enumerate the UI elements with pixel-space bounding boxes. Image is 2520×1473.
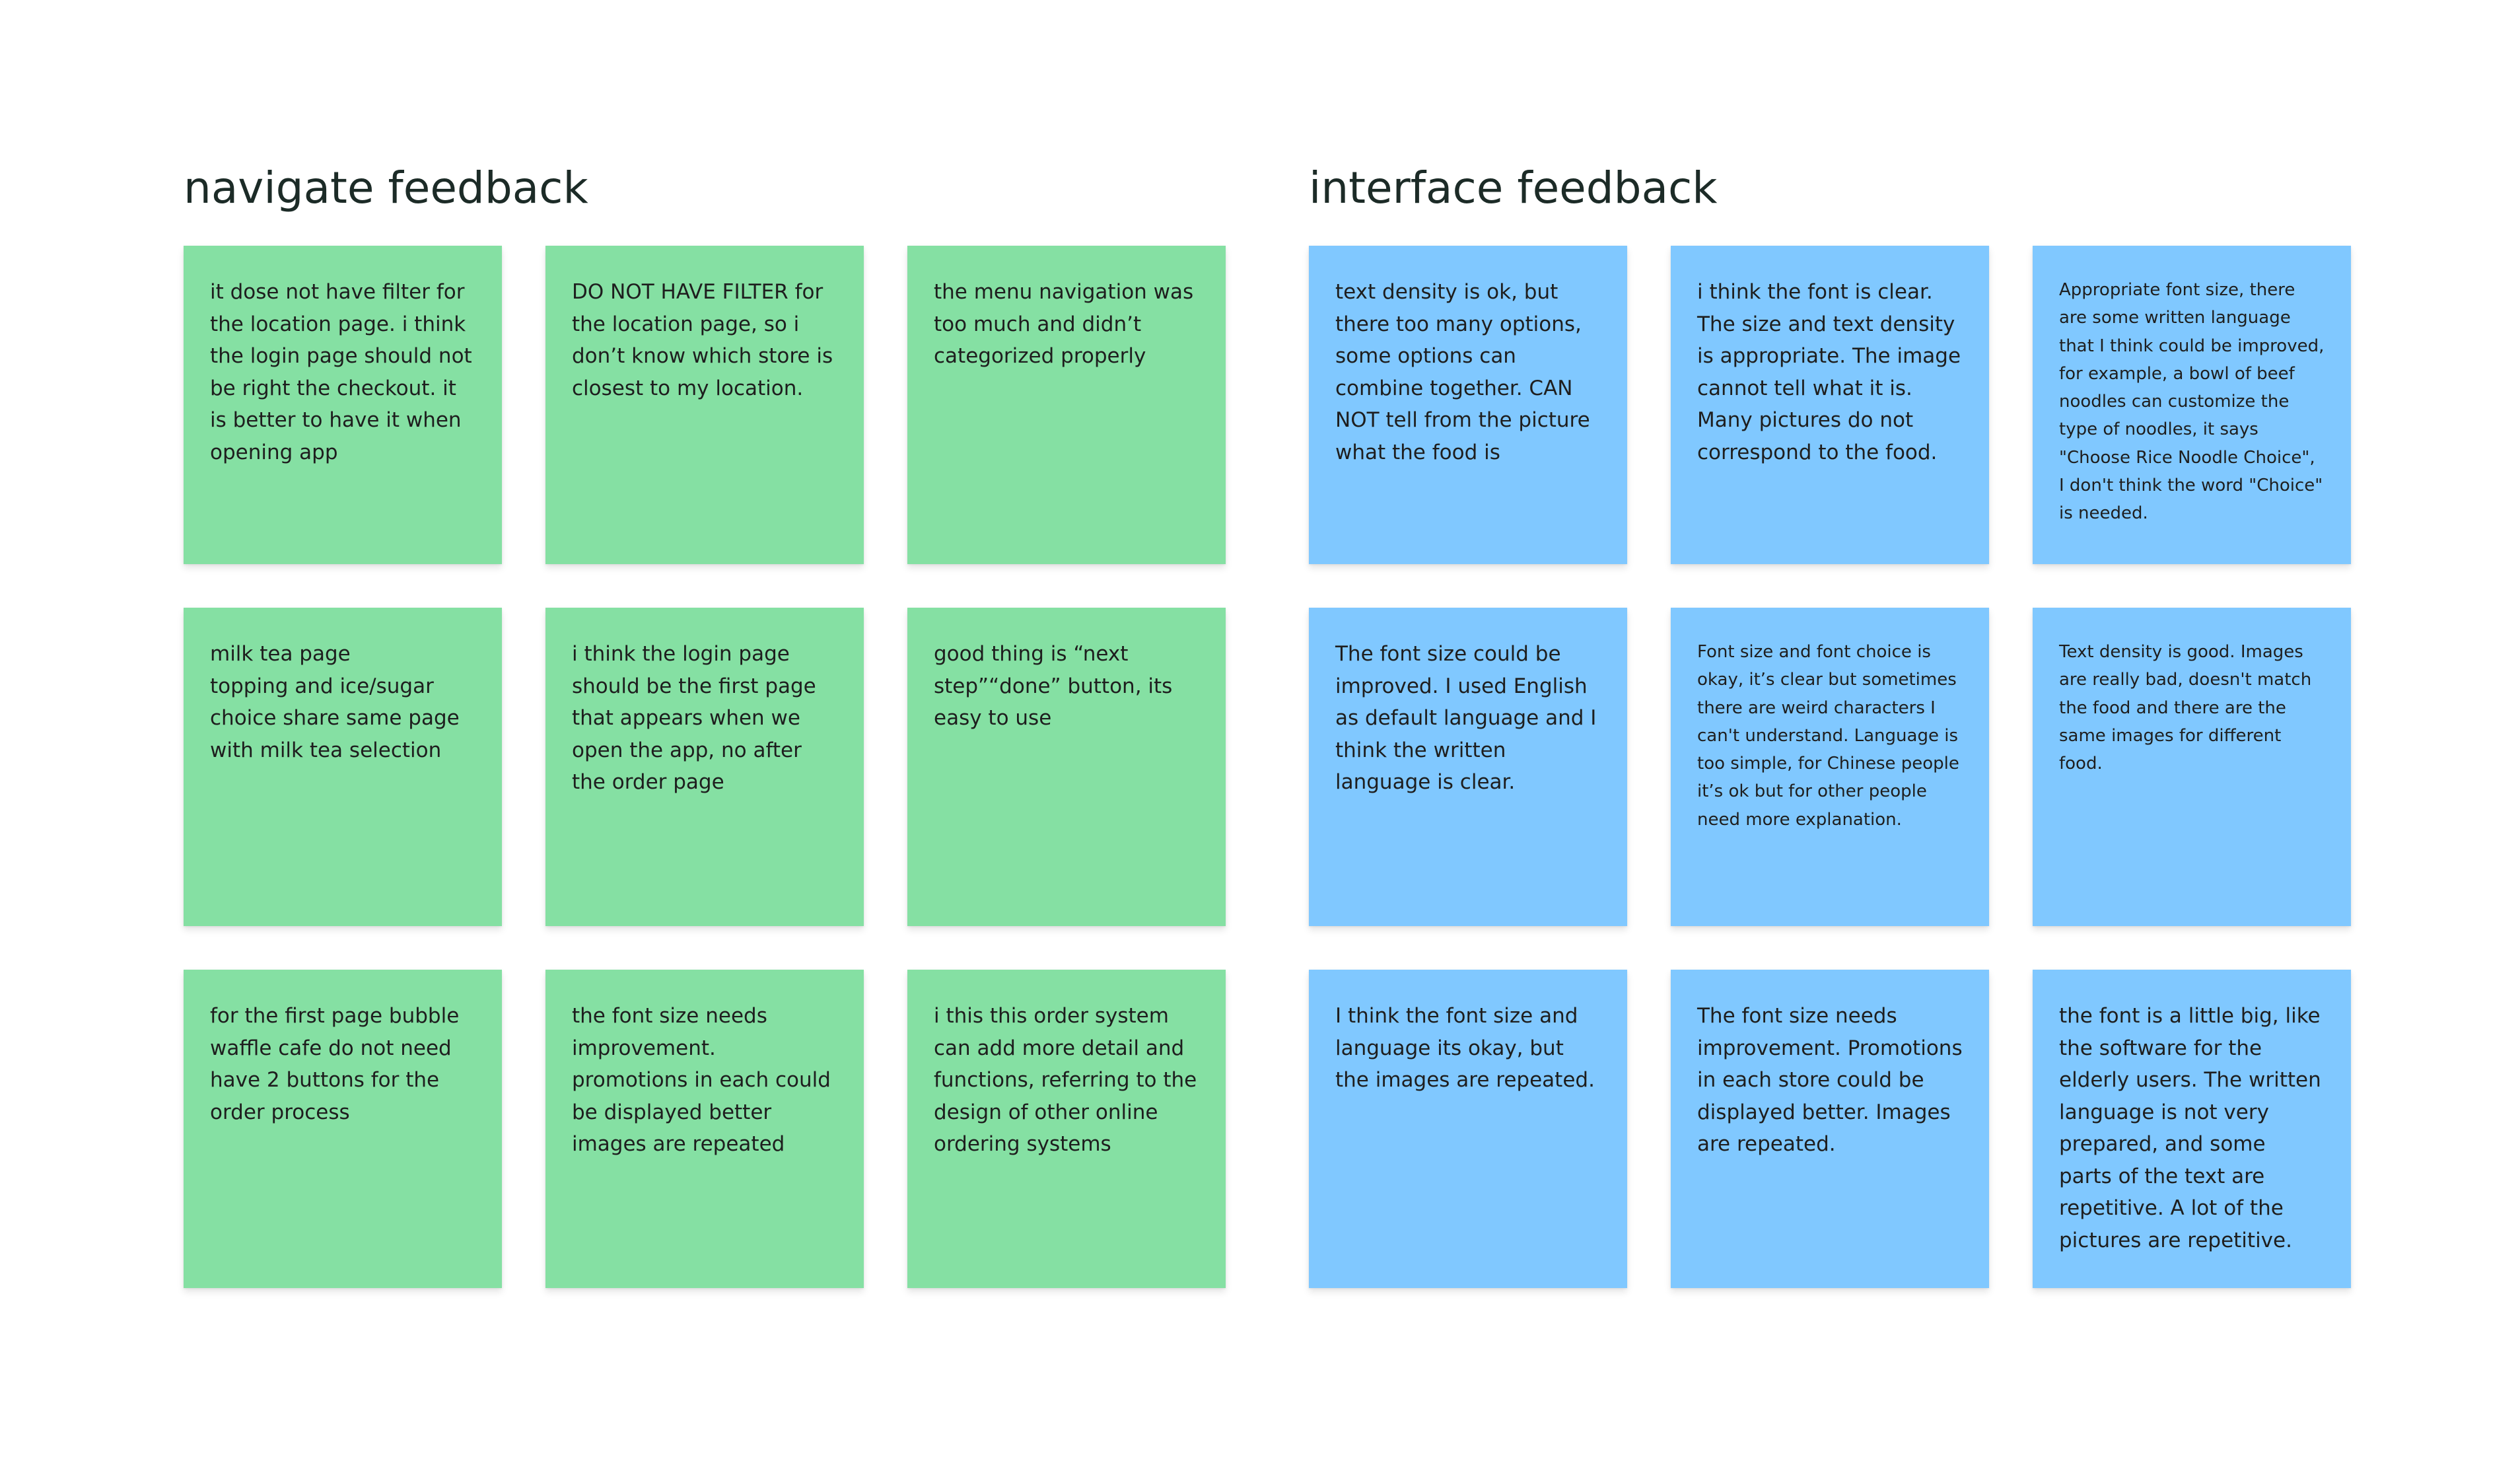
sticky-note-text: good thing is “next step”“done” button, …	[934, 642, 1173, 730]
sticky-note[interactable]: the font is a little big, like the softw…	[2033, 970, 2351, 1288]
interface-feedback-section: interface feedback text density is ok, b…	[1309, 159, 2351, 1288]
sticky-note[interactable]: the menu navigation was too much and did…	[907, 246, 1226, 564]
navigate-feedback-grid: it dose not have filter for the location…	[184, 246, 1226, 1288]
sticky-note-text: the font is a little big, like the softw…	[2059, 1004, 2321, 1252]
sticky-note-text: The font size could be improved. I used …	[1335, 642, 1597, 794]
sticky-note[interactable]: i think the font is clear. The size and …	[1671, 246, 1989, 564]
sticky-note-text: The font size needs improvement. Promoti…	[1697, 1004, 1963, 1156]
sticky-note[interactable]: I think the font size and language its o…	[1309, 970, 1627, 1288]
sticky-note[interactable]: Font size and font choice is okay, it’s …	[1671, 608, 1989, 926]
sticky-note-text: Appropriate font size, there are some wr…	[2059, 280, 2325, 524]
sticky-note-text: i think the login page should be the fir…	[572, 642, 816, 794]
sticky-note[interactable]: The font size needs improvement. Promoti…	[1671, 970, 1989, 1288]
sticky-note[interactable]: Appropriate font size, there are some wr…	[2033, 246, 2351, 564]
sticky-note-text: i this this order system can add more de…	[934, 1004, 1197, 1156]
sticky-note[interactable]: it dose not have filter for the location…	[184, 246, 502, 564]
sticky-note-text: it dose not have filter for the location…	[210, 280, 472, 464]
sticky-note[interactable]: good thing is “next step”“done” button, …	[907, 608, 1226, 926]
sticky-note[interactable]: milk tea page topping and ice/sugar choi…	[184, 608, 502, 926]
sticky-note[interactable]: i this this order system can add more de…	[907, 970, 1226, 1288]
sticky-note-text: text density is ok, but there too many o…	[1335, 280, 1590, 464]
sticky-note-text: I think the font size and language its o…	[1335, 1004, 1595, 1092]
sticky-note-text: Font size and font choice is okay, it’s …	[1697, 642, 1959, 830]
sticky-note[interactable]: the font size needs improvement. promoti…	[545, 970, 864, 1288]
sticky-note[interactable]: DO NOT HAVE FILTER for the location page…	[545, 246, 864, 564]
sticky-note-text: milk tea page topping and ice/sugar choi…	[210, 642, 460, 762]
sticky-note-text: the font size needs improvement. promoti…	[572, 1004, 831, 1156]
sticky-note[interactable]: Text density is good. Images are really …	[2033, 608, 2351, 926]
navigate-feedback-section: navigate feedback it dose not have filte…	[184, 159, 1226, 1288]
sticky-note-text: for the first page bubble waffle cafe do…	[210, 1004, 460, 1124]
sticky-note[interactable]: text density is ok, but there too many o…	[1309, 246, 1627, 564]
sticky-note-text: Text density is good. Images are really …	[2059, 642, 2312, 774]
interface-feedback-title: interface feedback	[1309, 162, 1718, 213]
sticky-note[interactable]: The font size could be improved. I used …	[1309, 608, 1627, 926]
sticky-note[interactable]: for the first page bubble waffle cafe do…	[184, 970, 502, 1288]
sticky-note-text: DO NOT HAVE FILTER for the location page…	[572, 280, 833, 400]
sticky-note-text: the menu navigation was too much and did…	[934, 280, 1194, 368]
interface-feedback-grid: text density is ok, but there too many o…	[1309, 246, 2351, 1288]
navigate-feedback-title: navigate feedback	[184, 162, 588, 213]
sticky-note[interactable]: i think the login page should be the fir…	[545, 608, 864, 926]
sticky-note-text: i think the font is clear. The size and …	[1697, 280, 1961, 464]
